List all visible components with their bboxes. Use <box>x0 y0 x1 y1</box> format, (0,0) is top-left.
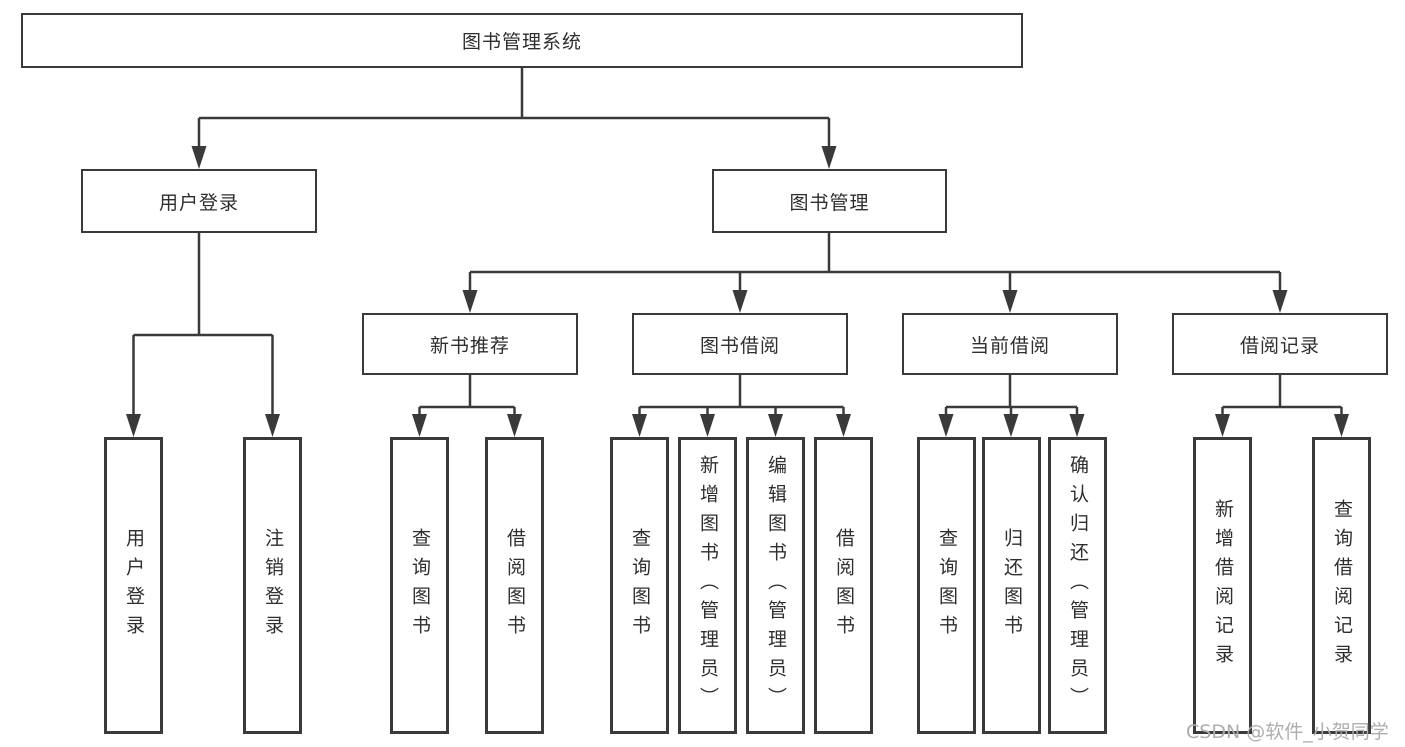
leaf-borrowing-add-books-admin: 新增图书（管理员） <box>678 437 737 734</box>
leaf-label: 查询图书 <box>936 527 958 644</box>
leaf-borrowing-edit-books-admin: 编辑图书（管理员） <box>746 437 805 734</box>
leaf-user-login: 用户登录 <box>104 437 163 734</box>
leaf-recommend-borrow-books: 借阅图书 <box>485 437 544 734</box>
node-library-management-system: 图书管理系统 <box>21 13 1023 68</box>
leaf-label: 确认归还（管理员） <box>1067 455 1089 716</box>
node-label: 图书借阅 <box>699 334 780 357</box>
leaf-label: 新增图书（管理员） <box>697 455 719 716</box>
node-label: 图书管理系统 <box>461 31 582 53</box>
leaf-label: 编辑图书（管理员） <box>765 455 787 716</box>
csdn-watermark: CSDN @软件_小贺同学 <box>1186 721 1389 743</box>
node-user-login: 用户登录 <box>81 169 317 233</box>
node-label: 用户登录 <box>158 191 239 214</box>
leaf-label: 用户登录 <box>123 527 145 644</box>
leaf-label: 注销登录 <box>262 527 284 644</box>
node-borrowing-records: 借阅记录 <box>1172 313 1388 375</box>
leaf-label: 查询图书 <box>409 527 431 644</box>
leaf-current-query-books: 查询图书 <box>917 437 976 734</box>
leaf-label: 新增借阅记录 <box>1212 498 1234 673</box>
leaf-recommend-query-books: 查询图书 <box>390 437 449 734</box>
leaf-borrowing-query-books: 查询图书 <box>610 437 669 734</box>
node-book-borrowing: 图书借阅 <box>632 313 848 375</box>
node-book-management: 图书管理 <box>712 169 947 233</box>
node-new-book-recommendation: 新书推荐 <box>362 313 578 375</box>
leaf-label: 借阅图书 <box>833 527 855 644</box>
node-label: 图书管理 <box>789 191 870 214</box>
node-label: 借阅记录 <box>1239 334 1320 357</box>
leaf-logout: 注销登录 <box>243 437 302 734</box>
leaf-current-confirm-return-admin: 确认归还（管理员） <box>1048 437 1107 734</box>
leaf-records-query-borrow-record: 查询借阅记录 <box>1312 437 1371 734</box>
node-label: 当前借阅 <box>969 334 1050 357</box>
leaf-label: 查询借阅记录 <box>1331 498 1353 673</box>
node-label: 新书推荐 <box>429 334 510 357</box>
leaf-records-add-borrow-record: 新增借阅记录 <box>1193 437 1252 734</box>
leaf-current-return-books: 归还图书 <box>982 437 1041 734</box>
leaf-borrowing-borrow-books: 借阅图书 <box>814 437 873 734</box>
node-current-borrowing: 当前借阅 <box>902 313 1118 375</box>
leaf-label: 借阅图书 <box>504 527 526 644</box>
leaf-label: 查询图书 <box>629 527 651 644</box>
leaf-label: 归还图书 <box>1001 527 1023 644</box>
